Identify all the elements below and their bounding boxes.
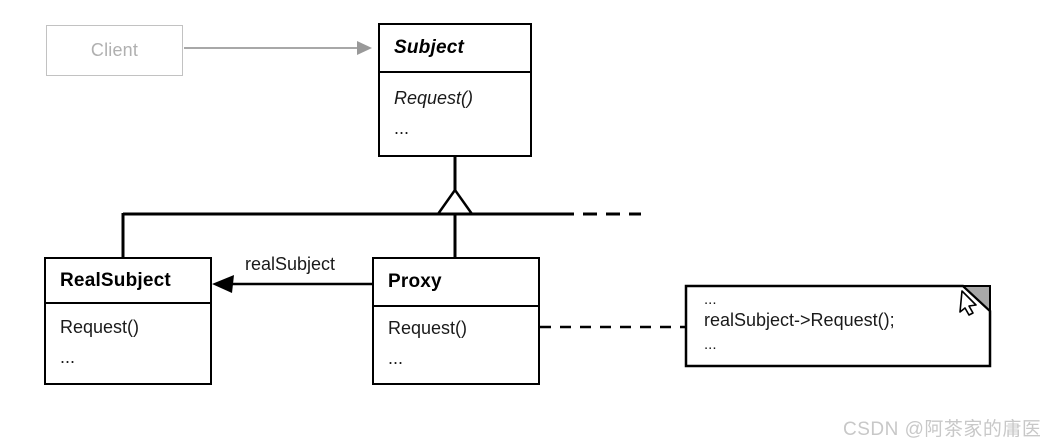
note-line-1: ... (704, 291, 717, 308)
edge-generalization-trunk (435, 157, 475, 216)
note-line-3: ... (704, 336, 717, 353)
edge-client-subject (184, 41, 372, 55)
class-box-subject[interactable]: Subject Request() ... (378, 23, 532, 157)
client-label: Client (90, 40, 139, 60)
class-name-subject: Subject (394, 37, 465, 58)
edge-generalization-bar (121, 212, 641, 258)
class-name-cell-subject: Subject (380, 25, 530, 73)
class-members-subject: Request() ... (380, 73, 530, 155)
member-realsubject-ellipsis: ... (60, 347, 76, 367)
watermark-text: CSDN @阿茶家的庸医 (843, 419, 1042, 440)
class-name-proxy: Proxy (388, 271, 442, 292)
member-proxy-request: Request() (388, 318, 468, 338)
client-box[interactable]: Client (46, 25, 183, 76)
member-subject-ellipsis: ... (394, 118, 410, 138)
edge-proxy-realsubject (212, 275, 372, 293)
note-box[interactable]: ... realSubject->Request(); ... (686, 286, 990, 366)
member-subject-request: Request() (394, 88, 474, 108)
note-shape (684, 284, 992, 368)
class-name-realsubject: RealSubject (60, 269, 171, 291)
edge-label-realsubject: realSubject (245, 254, 336, 274)
class-name-cell-proxy: Proxy (374, 259, 538, 307)
note-line-2: realSubject->Request(); (704, 310, 895, 330)
class-members-realsubject: Request() ... (46, 304, 210, 383)
class-box-proxy[interactable]: Proxy Request() ... (372, 257, 540, 385)
member-proxy-ellipsis: ... (388, 348, 404, 368)
class-members-proxy: Request() ... (374, 307, 538, 383)
member-realsubject-request: Request() (60, 317, 140, 337)
class-box-realsubject[interactable]: RealSubject Request() ... (44, 257, 212, 385)
class-name-cell-realsubject: RealSubject (46, 259, 210, 304)
